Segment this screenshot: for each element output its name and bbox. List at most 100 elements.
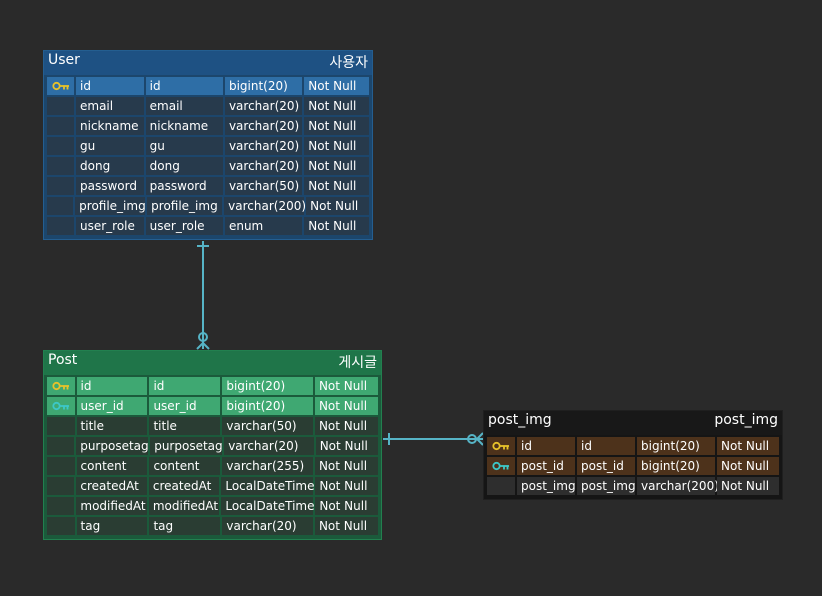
foreign-key-icon <box>492 461 510 471</box>
column-physical-name: tag <box>149 517 221 535</box>
table-post-name: Post <box>48 352 78 368</box>
column-nullability: Not Null <box>314 457 378 475</box>
column-nullability: Not Null <box>314 377 378 395</box>
column-logical-name: id <box>76 77 144 95</box>
column-key-cell <box>47 517 75 535</box>
column-nullability: Not Null <box>304 217 369 235</box>
column-logical-name: modifiedAt <box>76 497 147 515</box>
column-physical-name: purposetag <box>150 437 223 455</box>
column-physical-name: id <box>149 377 221 395</box>
column-type: enum <box>224 217 303 235</box>
column-key-cell <box>47 377 75 395</box>
column-key-cell <box>487 437 515 455</box>
table-post-img-header[interactable]: post_img post_img <box>484 411 782 435</box>
column-key-cell <box>47 457 75 475</box>
column-logical-name: user_role <box>76 217 144 235</box>
column-physical-name: profile_img <box>147 197 223 215</box>
column-physical-name: post_img <box>577 477 636 495</box>
relation-user-post-crowfoot-right <box>202 342 210 350</box>
foreign-key-icon <box>52 401 70 411</box>
column-nullability: Not Null <box>314 397 378 415</box>
column-physical-name: password <box>145 177 223 195</box>
column-type: varchar(20) <box>224 437 314 455</box>
table-post-img-name: post_img <box>488 412 552 428</box>
relation-post-postimg-crowfoot-bottom <box>476 438 484 446</box>
relation-post-postimg-crowfoot-top <box>476 432 484 440</box>
table-post-label: 게시글 <box>338 355 377 371</box>
table-user-header[interactable]: User 사용자 <box>44 51 372 75</box>
column-type: varchar(20) <box>222 517 313 535</box>
column-physical-name: gu <box>145 137 223 155</box>
column-key-cell <box>47 217 74 235</box>
column-nullability: Not Null <box>304 157 369 175</box>
column-nullability: Not Null <box>315 477 378 495</box>
column-nullability: Not Null <box>717 477 779 495</box>
column-key-cell <box>487 457 515 475</box>
column-nullability: Not Null <box>315 497 378 515</box>
relation-user-post[interactable] <box>196 241 210 350</box>
column-key-cell <box>47 97 74 115</box>
primary-key-icon <box>492 441 510 451</box>
column-logical-name: post_img <box>517 477 576 495</box>
column-type: varchar(20) <box>224 157 303 175</box>
column-physical-name: email <box>145 97 223 115</box>
column-type: bigint(20) <box>222 397 313 415</box>
column-type: varchar(20) <box>224 117 303 135</box>
column-logical-name: user_id <box>76 397 148 415</box>
column-physical-name: nickname <box>145 117 223 135</box>
column-nullability: Not Null <box>304 77 369 95</box>
column-logical-name: id <box>76 377 148 395</box>
table-post-img-label: post_img <box>714 412 778 428</box>
relation-post-postimg[interactable] <box>383 432 484 446</box>
column-nullability: Not Null <box>717 457 779 475</box>
column-physical-name: post_id <box>577 457 635 475</box>
column-nullability: Not Null <box>304 97 369 115</box>
column-type: varchar(20) <box>224 97 303 115</box>
column-type: bigint(20) <box>222 377 313 395</box>
column-logical-name: id <box>517 437 575 455</box>
column-nullability: Not Null <box>314 517 378 535</box>
table-post-header[interactable]: Post 게시글 <box>44 351 381 375</box>
column-logical-name: content <box>76 457 148 475</box>
column-logical-name: tag <box>76 517 148 535</box>
column-physical-name: id <box>145 77 223 95</box>
primary-key-icon <box>52 381 70 391</box>
column-type: bigint(20) <box>637 457 715 475</box>
column-key-cell <box>47 437 75 455</box>
column-key-cell <box>47 397 75 415</box>
relation-user-post-zero-marker <box>198 332 208 342</box>
column-type: varchar(50) <box>222 417 313 435</box>
column-key-cell <box>47 477 75 495</box>
column-type: varchar(255) <box>222 457 313 475</box>
column-key-cell <box>47 177 74 195</box>
relation-post-postimg-zero-marker <box>467 434 477 444</box>
column-key-cell <box>487 477 515 495</box>
column-logical-name: dong <box>76 157 144 175</box>
column-key-cell <box>47 417 75 435</box>
